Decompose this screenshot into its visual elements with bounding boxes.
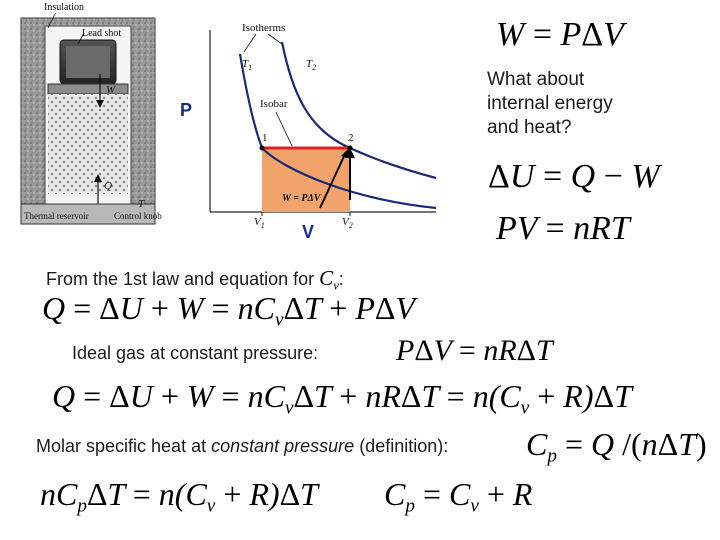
v2-tick-label: V2 [342,216,353,231]
insulation-label: Insulation [42,2,86,13]
ideal-gas-intro: Ideal gas at constant pressure: [72,343,319,363]
molar-heat-definition-text: Molar specific heat at constant pressure… [36,436,448,457]
point-2-label: 2 [348,132,354,144]
first-law-intro: From the 1st law and equation for Cv: [46,266,344,293]
point-1-label: 1 [262,132,268,144]
thermal-reservoir-label: Thermal reservoir [24,211,89,221]
arrow-diagonal-line [319,151,347,209]
arrow-diagonal-head [341,148,350,158]
q-arrow-label: Q [104,180,112,192]
heat-equation-1: Q = ΔU + W = nCvΔT + PΔV [42,290,415,331]
molar-heat-prefix: Molar specific heat at [36,436,207,456]
first-law-intro-text: From the 1st law and equation for [46,269,315,289]
molar-heat-emph: constant pressure [211,436,355,456]
question-line-1: What about [487,69,585,90]
w-arrow-label: W [106,84,116,96]
lead-shot-label: Lead shot [82,28,122,39]
pv-diagram-drawing [209,30,437,216]
constant-pressure-equation: PΔV = nRΔT [396,334,553,367]
t1-label: T1 [242,58,253,73]
v1-tick-label: V1 [254,216,265,231]
p-axis-label: P [180,100,193,120]
question-line-2: internal energy [487,93,613,114]
question-text: What about internal energy and heat? [487,68,613,140]
isotherms-label: Isotherms [242,22,286,34]
work-equation: W = PΔV [496,16,624,53]
first-law-equation: ΔU = Q − W [488,158,660,195]
molar-heat-suffix: (definition): [359,436,449,456]
point-1 [259,145,265,151]
cp-definition-equation: Cp = Q /(nΔT) [526,426,707,467]
piston-apparatus-figure: Insulation Lead shot W Q Thermal reservo… [18,2,162,228]
heat-equation-2: Q = ΔU + W = nCvΔT + nRΔT = n(Cv + R)ΔT [52,378,632,419]
t2-label: T2 [306,58,317,73]
isotherm-t1 [238,53,437,210]
isobar-label: Isobar [260,98,288,110]
question-line-3: and heat? [487,117,572,138]
cp-cv-relation-equation: Cp = Cv + R [384,476,533,517]
control-knob-label: Control knob [114,211,162,221]
ideal-gas-law-equation: PV = nRT [496,210,630,247]
v-axis-label: V [302,222,315,242]
cp-derivation-equation: nCpΔT = n(Cv + R)ΔT [40,476,318,517]
work-label: W = PΔV [282,193,321,204]
piston-apparatus-drawing [20,11,156,225]
temperature-label: T [138,198,145,210]
point-2 [347,145,353,151]
pv-diagram: Isotherms T1 T2 Isobar 1 2 W = PΔV V1 V2 [196,12,444,234]
cv-symbol: Cv [319,266,339,293]
